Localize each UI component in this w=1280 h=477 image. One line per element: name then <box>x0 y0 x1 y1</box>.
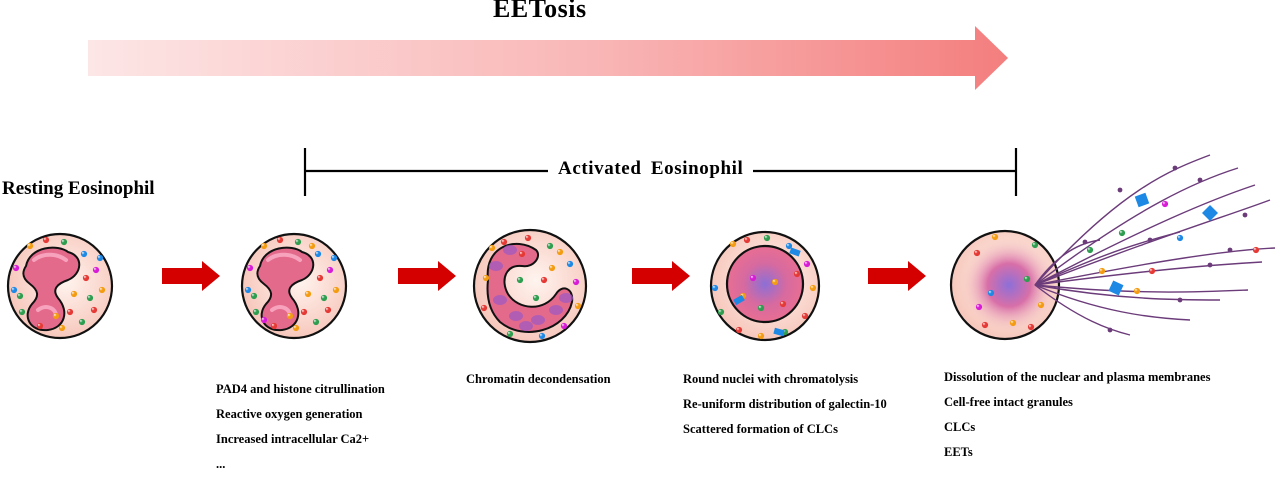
fiber-bead <box>1172 165 1178 171</box>
clc-crystal <box>733 294 745 306</box>
step-arrow <box>632 261 690 291</box>
step-arrow <box>398 261 456 291</box>
process-arrow <box>88 26 1008 90</box>
stage-4-note: CLCs <box>944 420 976 434</box>
stage-4-note: EETs <box>944 445 973 459</box>
eet-fibers <box>1034 154 1276 336</box>
resting-eosinophil-cell <box>6 232 114 340</box>
stage-1-note: Reactive oxygen generation <box>216 407 363 421</box>
eet-fiber <box>1034 231 1181 286</box>
stage-4-note: Dissolution of the nuclear and plasma me… <box>944 370 1211 384</box>
eet-fiber <box>1034 261 1263 286</box>
stage-1-note: PAD4 and histone citrullination <box>216 382 385 396</box>
diagram-title: EETosis <box>493 0 587 23</box>
chromatin-patch <box>503 245 517 255</box>
chromatin-patch <box>531 315 545 325</box>
fiber-bead <box>1207 262 1213 268</box>
eet-fiber <box>1034 284 1191 321</box>
stage-3-note: Re-uniform distribution of galectin-10 <box>683 397 887 411</box>
chromatin-patch <box>493 295 507 305</box>
stage-3-notes: Round nuclei with chromatolysis Re-unifo… <box>683 367 887 442</box>
fiber-bead <box>1177 297 1183 303</box>
decondensing-eosinophil-cell <box>472 228 588 344</box>
clc-crystal <box>1108 280 1124 296</box>
fiber-bead <box>1082 239 1088 245</box>
stage-3-note: Round nuclei with chromatolysis <box>683 372 859 386</box>
stage-1-note: ... <box>216 457 226 471</box>
eet-fiber <box>1034 284 1249 293</box>
eet-fiber <box>1034 284 1221 301</box>
fiber-bead <box>1242 212 1248 218</box>
fiber-bead <box>1227 247 1233 253</box>
eet-fiber <box>1034 239 1101 286</box>
chromatin-patch <box>509 311 523 321</box>
activated-eosinophil-label: Activated Eosinophil <box>548 158 754 180</box>
round-nucleus-eosinophil-cell <box>709 230 821 342</box>
chromatin-patch <box>559 293 573 303</box>
diffuse-chromatin <box>961 237 1057 333</box>
fiber-bead <box>1147 237 1153 243</box>
resting-eosinophil-label: Resting Eosinophil <box>2 178 155 199</box>
round-nucleus <box>725 244 805 324</box>
fiber-bead <box>1117 187 1123 193</box>
clc-crystal <box>1134 192 1150 208</box>
stage-4-note: Cell-free intact granules <box>944 395 1073 409</box>
chromatin-patch <box>519 321 533 331</box>
clc-crystal <box>789 247 801 257</box>
eet-fiber <box>1034 199 1271 286</box>
stage-2-note: Chromatin decondensation <box>466 372 611 386</box>
clc-crystal <box>1202 205 1218 221</box>
eet-fiber <box>1034 284 1131 336</box>
fiber-bead <box>1197 177 1203 183</box>
clc-crystal <box>773 327 785 337</box>
step-arrow <box>162 261 220 291</box>
stage-2-notes: Chromatin decondensation <box>466 367 611 392</box>
eetosis-cell <box>949 154 1276 341</box>
chromatin-patch <box>549 305 563 315</box>
chromatin-patch <box>489 261 503 271</box>
stage-1-notes: PAD4 and histone citrullination Reactive… <box>216 377 385 477</box>
stage-3-note: Scattered formation of CLCs <box>683 422 838 436</box>
step-arrow <box>868 261 926 291</box>
eet-fiber <box>1034 184 1256 286</box>
eet-fiber <box>1034 167 1239 286</box>
stage-4-notes: Dissolution of the nuclear and plasma me… <box>944 365 1210 465</box>
fiber-bead <box>1107 327 1113 333</box>
activated-eosinophil-cell <box>240 232 348 340</box>
stage-1-note: Increased intracellular Ca2+ <box>216 432 370 446</box>
